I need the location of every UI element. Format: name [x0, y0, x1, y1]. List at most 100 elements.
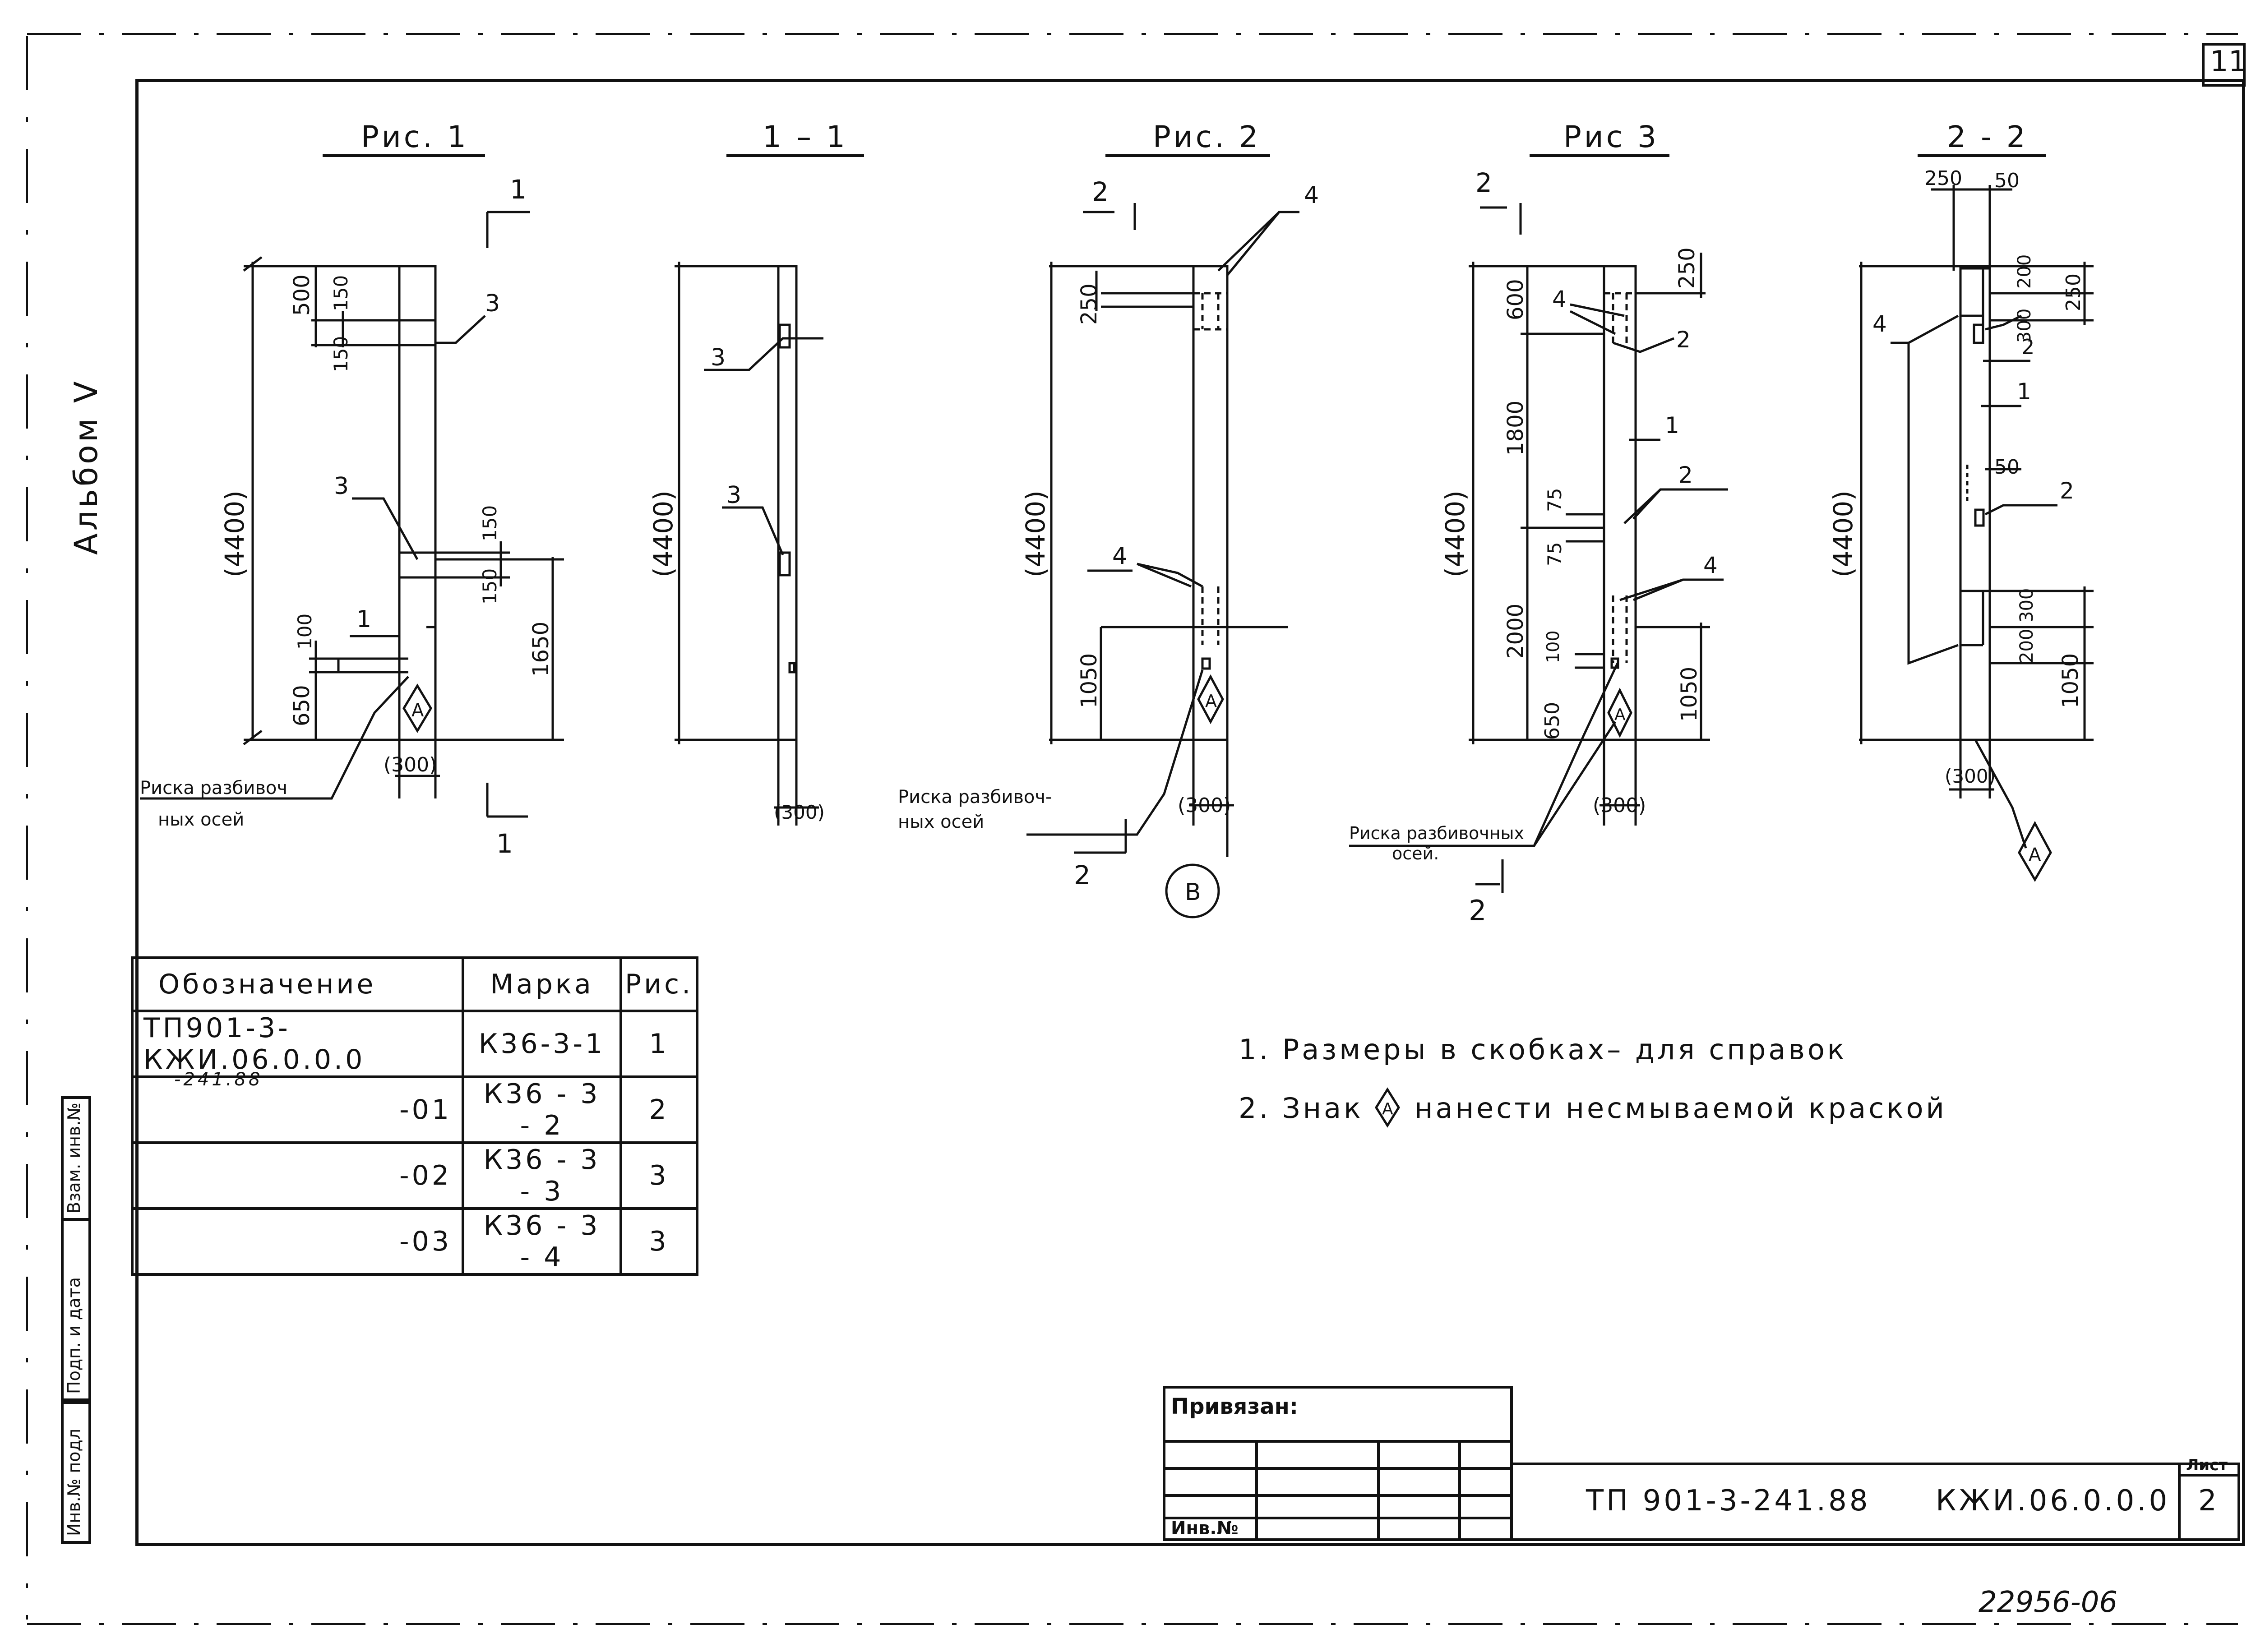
fig3-section-top: 2: [1475, 167, 1492, 198]
section-1-1-leader-3a: 3: [711, 344, 726, 371]
fig2-dim-1050: 1050: [1077, 653, 1102, 708]
sheet-number-box: [2202, 43, 2246, 87]
row-designation: -03: [131, 1207, 464, 1276]
note-mark-letter: А: [1382, 1100, 1393, 1118]
header-fig: Рис.: [619, 956, 699, 1012]
fig1-dim-150b: 150: [330, 336, 352, 372]
section-2-2-dim-50: 50: [1994, 169, 2020, 192]
stamp-bound-label: Привязан:: [1171, 1394, 1298, 1419]
view-title-fig2: Рис. 2: [1153, 120, 1261, 154]
fig1-dim-500: 500: [289, 274, 314, 316]
fig3-axis-mark: Риска разбивочных осей.: [1349, 823, 1530, 863]
mark-letter-4: А: [2029, 844, 2041, 865]
fig2-section-bottom: 2: [1074, 860, 1091, 891]
section-2-2-element: А: [1859, 185, 2094, 882]
section-2-2-leader-2a: 2: [2021, 335, 2034, 359]
stamp-block: [1163, 1386, 2240, 1541]
row-fig: 1: [619, 1010, 699, 1078]
fig2-leader-4b: 4: [1112, 543, 1127, 570]
fig1-dim-650: 650: [289, 685, 314, 726]
side-strip-cell-2: [61, 1218, 91, 1404]
section-2-2-dim-250b: 250: [2062, 273, 2085, 311]
fig3-leader-4a: 4: [1552, 286, 1567, 312]
row-fig: 3: [619, 1207, 699, 1276]
stamp-sheet-value: 2: [2198, 1484, 2217, 1518]
fig3-leader-2a: 2: [1676, 327, 1691, 353]
fig3-dim-100: 100: [1543, 630, 1563, 663]
spec-table-header: Обозначение Марка Рис.: [131, 956, 699, 1012]
section-1-1-element: [675, 262, 823, 826]
section-1-1-leader-3b: 3: [726, 482, 741, 509]
mark-letter-1: А: [411, 700, 424, 721]
section-1-1-width-dim: (300): [774, 801, 825, 823]
fig1-axis-mark: Риска разбивоч ных осей: [140, 778, 293, 830]
fig2-section-top: 2: [1092, 176, 1109, 207]
mark-letter-2: А: [1205, 691, 1217, 711]
fig2-axis-mark: Риска разбивоч- ных осей: [898, 787, 1058, 832]
mark-letter-3: А: [1614, 706, 1626, 724]
table-row: -01 К36 - 3 - 2 2: [131, 1075, 699, 1144]
fig3-dim-1800: 1800: [1503, 401, 1528, 456]
side-strip-cell-1: [61, 1398, 91, 1544]
spec-table: Обозначение Марка Рис. ТП901-3- КЖИ.06.0…: [131, 956, 699, 1276]
fig1-element: А: [140, 211, 564, 818]
note-mark-diamond: А: [1375, 1087, 1400, 1128]
fig3-leader-2b: 2: [1678, 462, 1693, 488]
section-2-2-width-dim: (300): [1945, 765, 1996, 787]
section-2-2-dim-250: 250: [1924, 167, 1962, 190]
table-row: -03 К36 - 3 - 4 3: [131, 1207, 699, 1276]
row-designation: ТП901-3- КЖИ.06.0.0.0: [143, 1012, 365, 1075]
view-title-fig1: Рис. 1: [361, 120, 469, 154]
fig3-dim-600: 600: [1503, 279, 1528, 320]
header-designation: Обозначение: [131, 956, 464, 1012]
section-1-1-height-dim: (4400): [648, 490, 679, 577]
section-2-2-leader-2b: 2: [2060, 478, 2074, 504]
stamp-inv-label: Инв.№: [1171, 1518, 1239, 1539]
fig1-height-dim: (4400): [219, 490, 250, 577]
note-1: 1. Размеры в скобках– для справок: [1239, 1033, 1847, 1066]
fig3-height-dim: (4400): [1440, 490, 1470, 577]
fig1-leader-3b: 3: [334, 473, 349, 500]
fig2-circle-letter: В: [1185, 879, 1201, 906]
fig1-dim-1650: 1650: [528, 622, 554, 677]
fig3-dim-75a: 75: [1544, 488, 1566, 512]
row-fig: 2: [619, 1075, 699, 1144]
stamp-sheet-label: Лист: [2186, 1456, 2228, 1474]
row-mark: К36 - 3 - 2: [462, 1075, 622, 1144]
handwritten-archive-number: 22956-06: [1979, 1586, 2118, 1619]
section-2-2-dim-1050: 1050: [2058, 653, 2083, 708]
header-mark: Марка: [462, 956, 622, 1012]
section-2-2-dim-300a: 300: [2014, 309, 2035, 343]
fig2-leader-4a: 4: [1304, 182, 1319, 209]
fig3-dim-75b: 75: [1544, 542, 1566, 566]
fig3-dim-2000: 2000: [1503, 604, 1528, 659]
fig1-leader-3a: 3: [485, 290, 500, 317]
fig2-dim-250: 250: [1077, 283, 1102, 325]
section-2-2-dim-50b: 50: [1994, 456, 2020, 479]
drawing-frame: [135, 79, 2245, 1546]
fig3-dim-1050: 1050: [1677, 667, 1702, 722]
section-2-2-leader-4: 4: [1872, 311, 1887, 337]
fig2-width-dim: (300): [1178, 794, 1231, 817]
fig1-dim-150a: 150: [330, 275, 352, 311]
row-designation-sub: -241.88: [174, 1069, 263, 1090]
fig1-leader-1: 1: [356, 606, 371, 633]
fig2-element: А: [1026, 203, 1299, 918]
fig1-dim-100: 100: [294, 614, 316, 650]
fig1-dim-150c: 150: [479, 505, 501, 541]
mark-diamond-3: [1607, 688, 1632, 738]
section-2-2-dim-200b: 200: [2016, 629, 2037, 663]
section-2-2-dim-200a: 200: [2014, 254, 2035, 289]
section-2-2-dim-300b: 300: [2016, 588, 2037, 623]
row-designation: -01: [131, 1075, 464, 1144]
fig3-section-bottom: 2: [1469, 894, 1486, 927]
section-2-2-height-dim: (4400): [1828, 490, 1858, 577]
fig1-section-bottom: 1: [496, 828, 513, 859]
row-fig: 3: [619, 1141, 699, 1210]
mark-diamond-2: [1197, 674, 1224, 724]
sheet-number: 11: [2210, 45, 2247, 78]
fig3-leader-4b: 4: [1703, 552, 1718, 578]
fig1-dim-150d: 150: [479, 568, 501, 605]
